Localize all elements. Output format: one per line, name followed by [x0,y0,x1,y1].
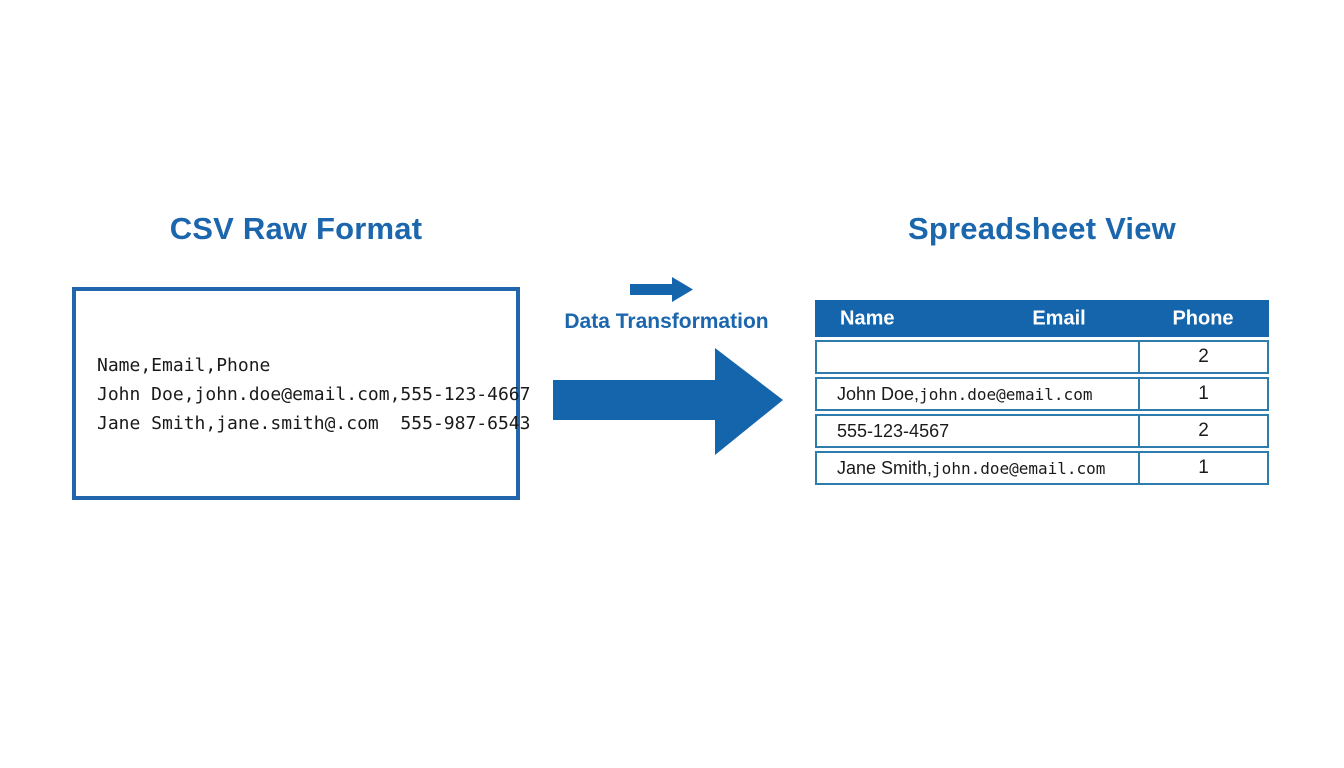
phone-cell: 2 [1138,416,1267,446]
cell-email-text: john.doe@email.com [932,458,1106,478]
csv-line: Name,Email,Phone [97,355,271,376]
cell-name-text: 555-123-4567 [837,420,950,441]
table-row: John Doe, john.doe@email.com 1 [815,377,1269,411]
spreadsheet-table: Name Email Phone 2 John Doe, john.doe@em… [815,300,1269,485]
column-header-name: Name [840,307,895,329]
phone-cell: 1 [1138,453,1267,483]
cell-name-text: Jane Smith, [837,457,933,478]
phone-cell: 2 [1138,342,1267,372]
csv-panel-title: CSV Raw Format [169,211,423,246]
table-header-row: Name Email Phone [815,300,1269,337]
spreadsheet-panel-title: Spreadsheet View [908,211,1176,246]
transform-label: Data Transformation [564,310,769,333]
csv-line: Jane Smith,jane.smith@.com 555-987-6543 [97,413,531,434]
name-email-cell: John Doe, john.doe@email.com [817,379,1138,409]
table-row: 2 [815,340,1269,374]
phone-cell: 1 [1138,379,1267,409]
name-email-cell: Jane Smith, john.doe@email.com [817,453,1138,483]
arrow-right-icon-small [630,277,693,302]
cell-email-text: john.doe@email.com [919,384,1093,404]
column-header-phone: Phone [1172,307,1234,329]
table-row: 555-123-4567 2 [815,414,1269,448]
cell-name-text: John Doe, [837,383,920,404]
csv-raw-box: Name,Email,Phone John Doe,john.doe@email… [72,287,531,500]
csv-line: John Doe,john.doe@email.com,555-123-4667 [97,384,531,405]
arrow-right-icon-large [553,348,783,455]
table-row: Jane Smith, john.doe@email.com 1 [815,451,1269,485]
column-header-email: Email [1032,307,1086,329]
name-email-cell: 555-123-4567 [817,416,1138,446]
name-email-cell [817,342,1138,372]
